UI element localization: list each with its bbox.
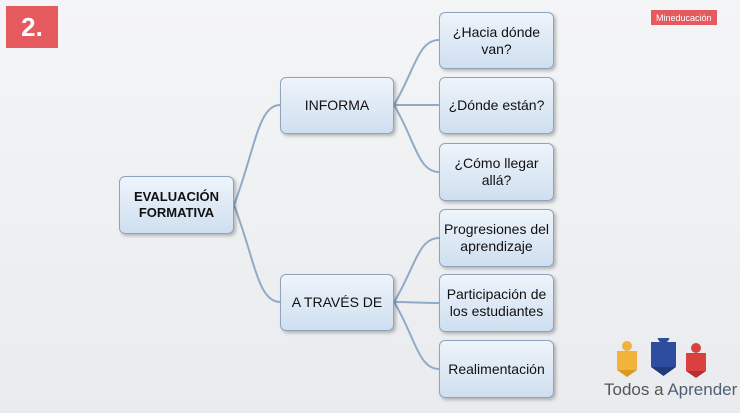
connector-informa-3 bbox=[393, 104, 440, 173]
logo-text-todos: Todos a bbox=[604, 380, 668, 399]
node-hacia-donde-van: ¿Hacia dónde van? bbox=[439, 12, 554, 69]
node-donde-estan: ¿Dónde están? bbox=[439, 77, 554, 134]
connector-traves-3 bbox=[393, 301, 440, 370]
node-participacion-de-los-estudiantes: Participación de los estudiantes bbox=[439, 274, 554, 332]
logo-text-aprender: Aprender bbox=[667, 380, 738, 399]
connector-traves-1 bbox=[393, 237, 440, 303]
node-progresiones-del-aprendizaje: Progresiones del aprendizaje bbox=[439, 209, 554, 267]
connector-root-informa bbox=[233, 104, 281, 206]
connector-root-traves bbox=[233, 204, 281, 303]
logo-text: Todos a Aprender bbox=[604, 380, 737, 400]
connector-traves-2 bbox=[393, 301, 440, 304]
node-como-llegar-alla: ¿Cómo llegar allá? bbox=[439, 143, 554, 201]
slide-number: 2. bbox=[6, 6, 58, 48]
connector-informa-1 bbox=[393, 39, 440, 106]
node-evaluacion-formativa: EVALUACIÓN FORMATIVA bbox=[119, 176, 234, 234]
mineducacion-badge: Mineducación bbox=[651, 10, 717, 25]
node-realimentacion: Realimentación bbox=[439, 340, 554, 398]
todos-a-aprender-logo-icon bbox=[617, 338, 706, 378]
node-a-traves-de: A TRAVÉS DE bbox=[280, 274, 394, 331]
node-informa: INFORMA bbox=[280, 77, 394, 134]
